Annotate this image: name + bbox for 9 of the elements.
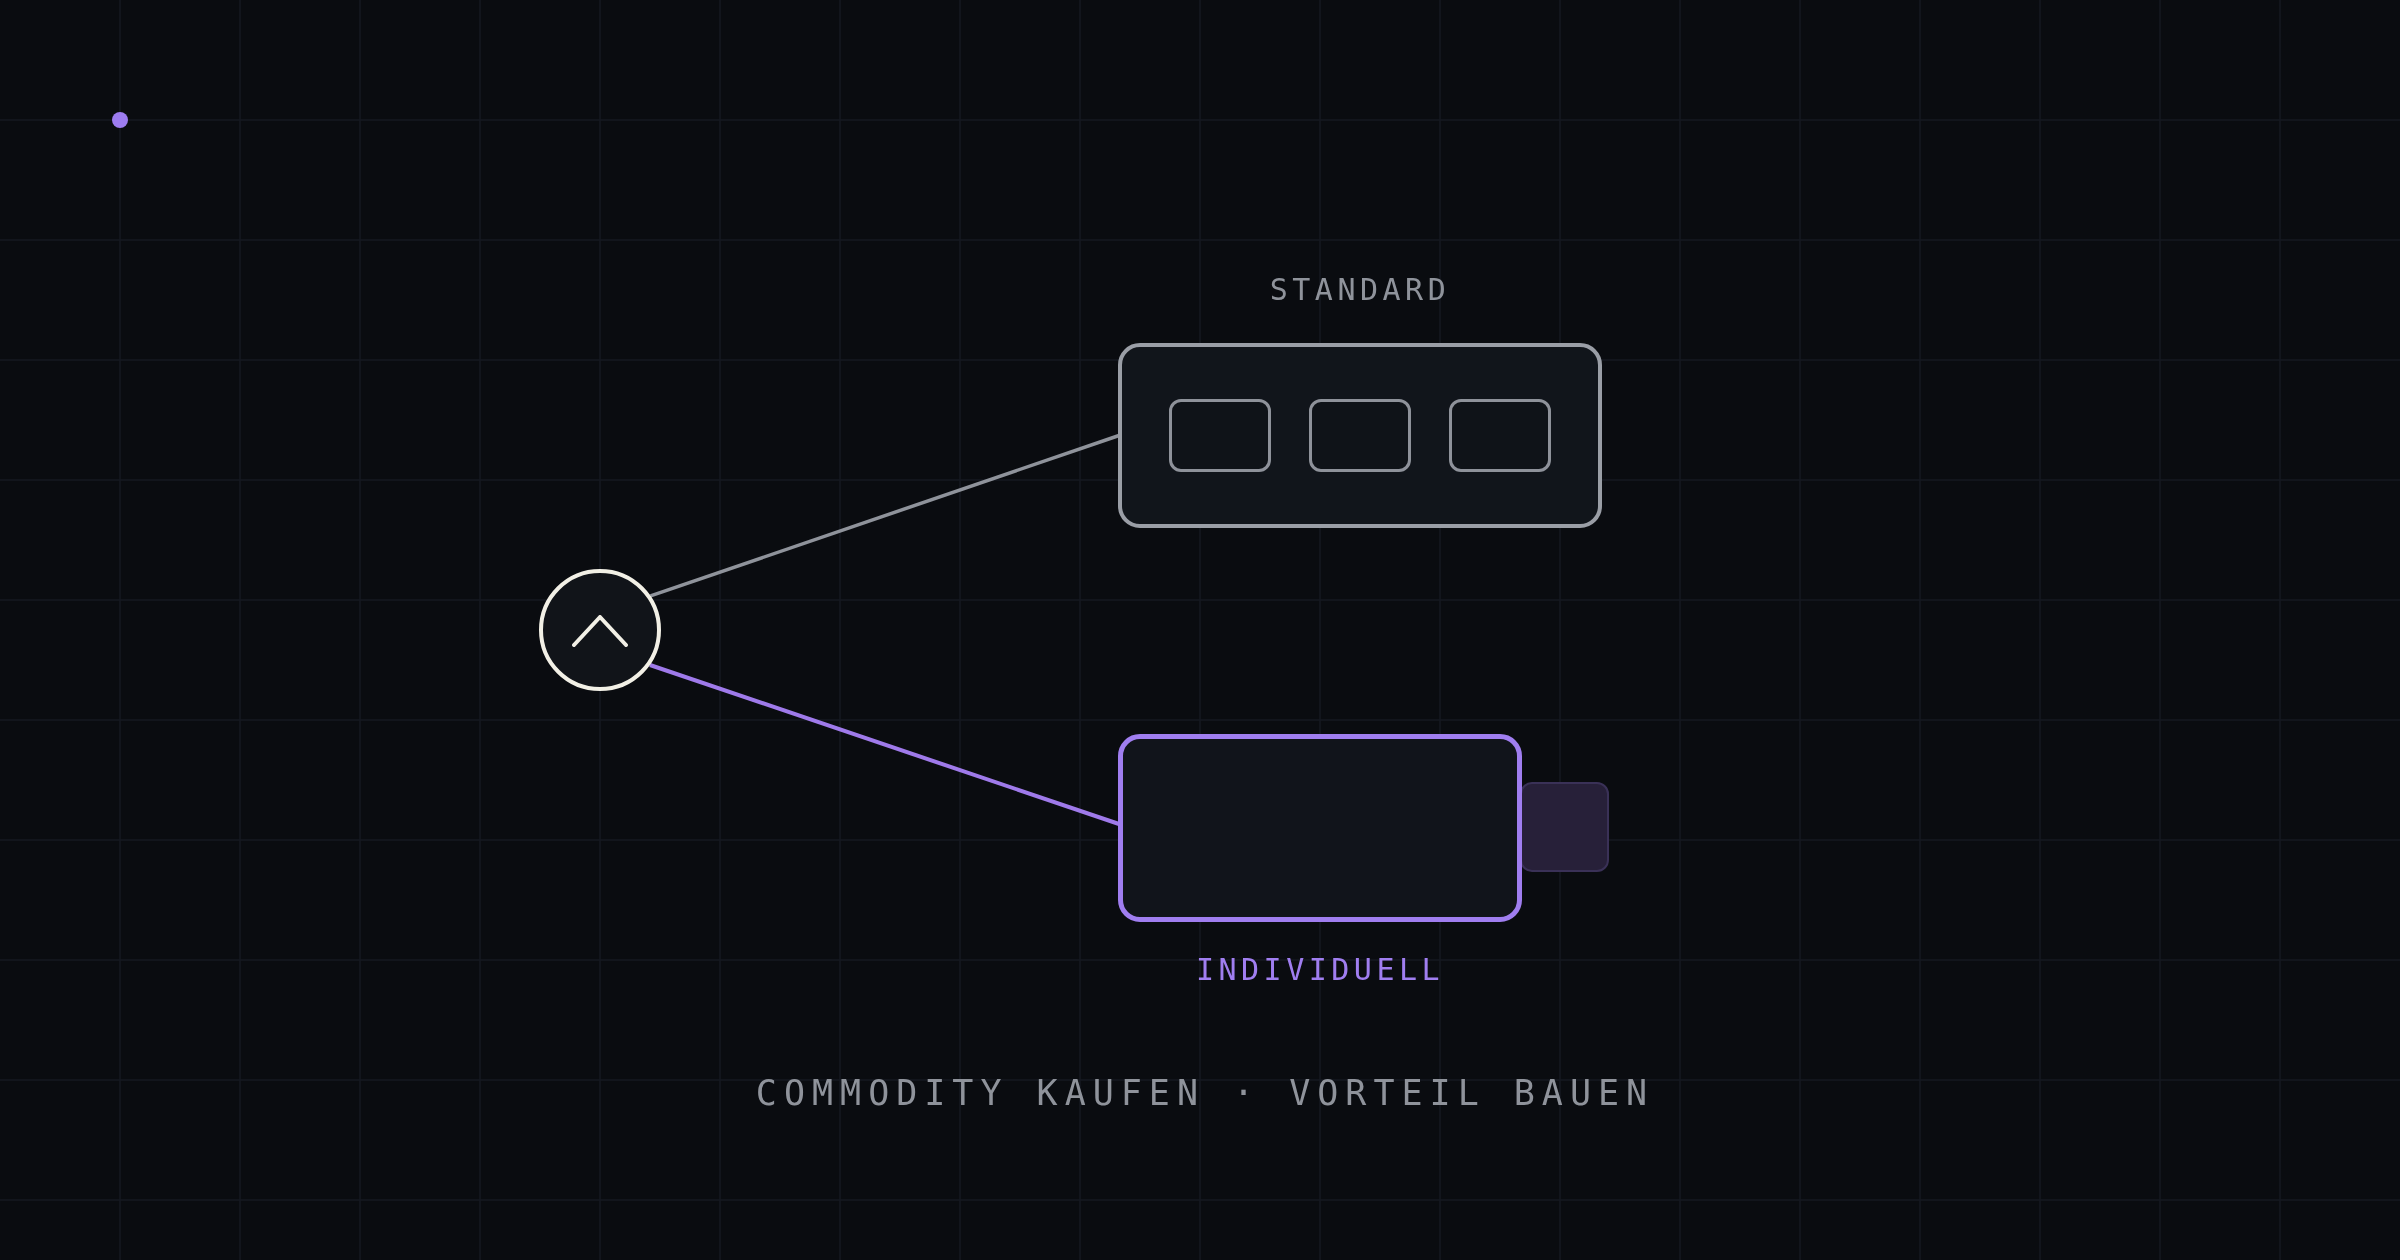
group-label: INDIVIDUELL [1195, 952, 1445, 988]
slot-box [1309, 399, 1411, 472]
group-label: STANDARD [1269, 272, 1451, 308]
connector-line [649, 663, 1120, 826]
slot-box [1449, 399, 1551, 472]
slot-box [1169, 399, 1271, 472]
connector-line [650, 433, 1120, 598]
tab-box [1520, 782, 1609, 872]
caption: COMMODITY KAUFEN · VORTEIL BAUEN [755, 1072, 1655, 1114]
